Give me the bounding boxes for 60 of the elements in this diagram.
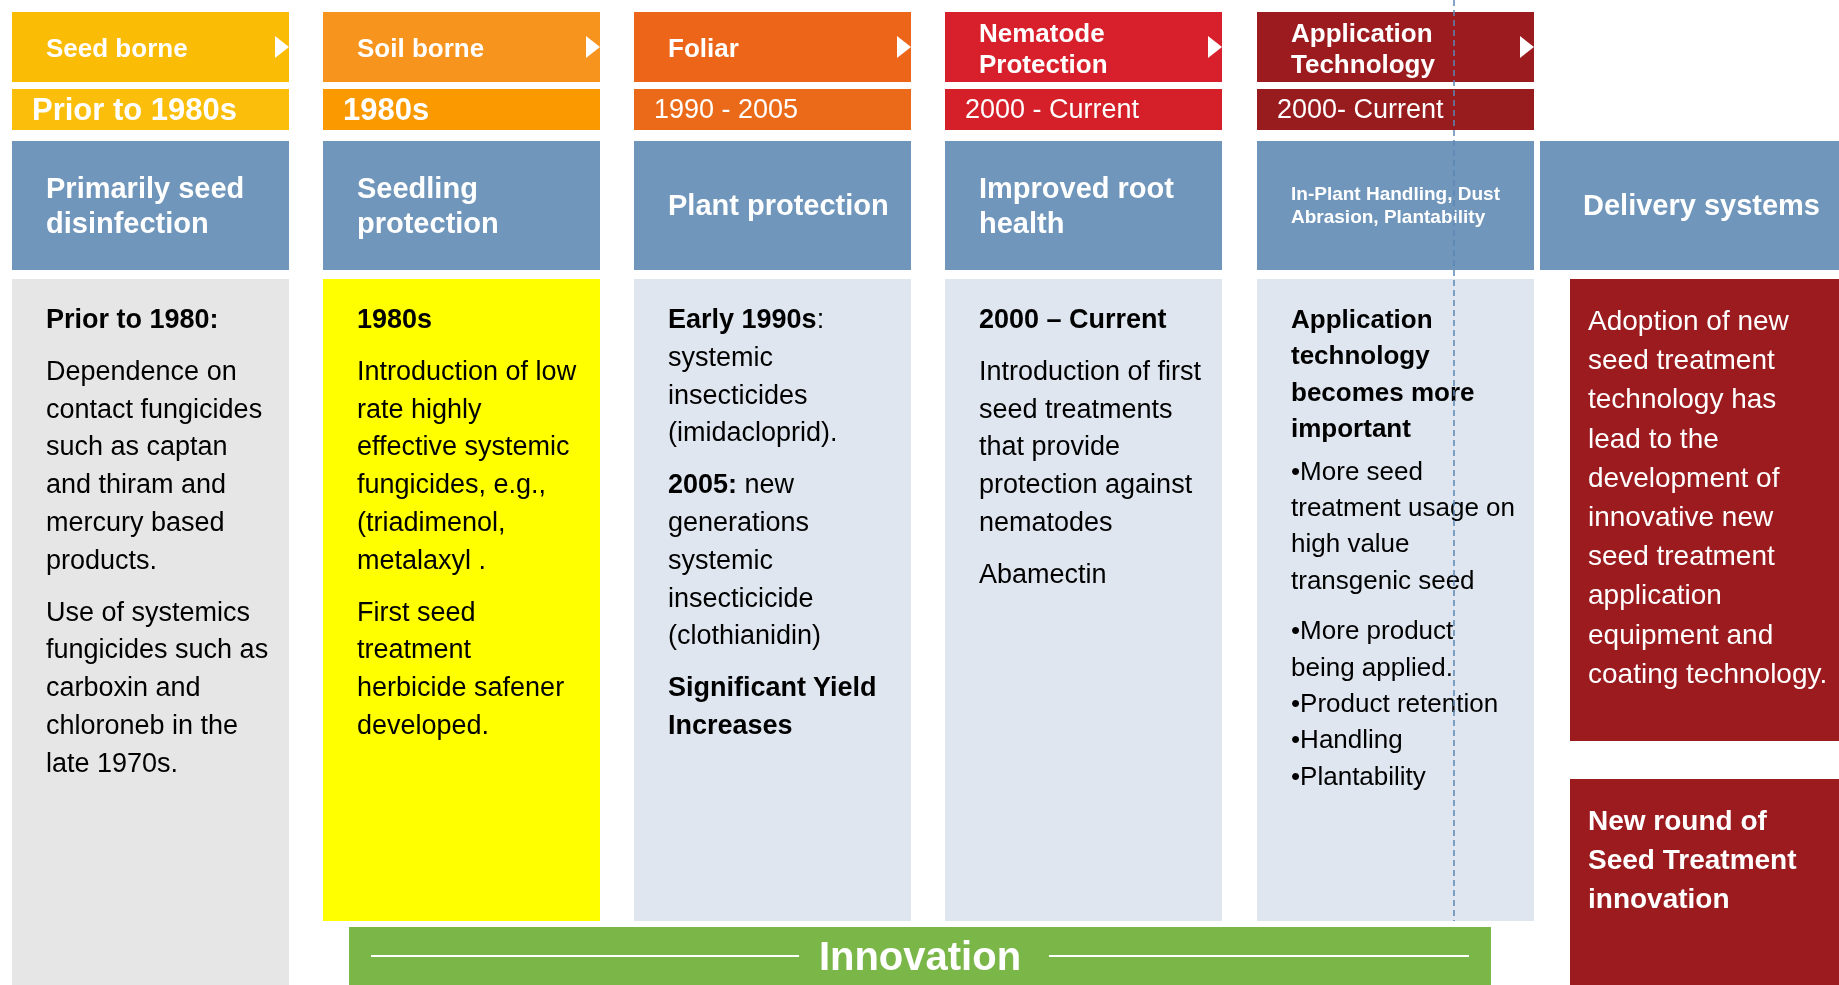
header-text: Foliar bbox=[668, 33, 740, 65]
description-text: Significant Yield Increases bbox=[668, 671, 878, 742]
header-tab bbox=[1257, 12, 1534, 82]
theme-box bbox=[323, 141, 600, 270]
description-panel bbox=[1570, 779, 1839, 985]
description-text: First seed treatment herbicide safener developed. bbox=[357, 595, 566, 742]
description-text: •More seed treatment usage on high value transgenic seed bbox=[1291, 454, 1517, 597]
header-tab bbox=[634, 12, 911, 82]
theme-box bbox=[1257, 141, 1534, 270]
description-text: New round of Seed Treatment innovation bbox=[1588, 804, 1798, 917]
header-tab bbox=[323, 12, 600, 82]
header-text: Seed borne bbox=[46, 33, 189, 65]
description-panel bbox=[12, 279, 289, 985]
header-text: Application Technology bbox=[1291, 17, 1436, 81]
description-text: 2000 – Current bbox=[979, 303, 1168, 336]
period-band bbox=[634, 89, 911, 130]
description-text: Introduction of first seed treatments that provide protection against nematodes bbox=[979, 354, 1203, 539]
description-text: Adoption of new seed treatment technology has lead to the development of innovative new seed treatment application equipment and coating technology. bbox=[1588, 304, 1829, 691]
description-text: Abamectin bbox=[979, 557, 1108, 591]
period-band bbox=[1257, 89, 1534, 130]
description-text: 2005: new generations systemic insecticicide (clothianidin) bbox=[668, 468, 823, 653]
description-text: •Product retention bbox=[1291, 686, 1500, 720]
period-band bbox=[945, 89, 1222, 130]
theme-text: Delivery systems bbox=[1583, 188, 1820, 223]
period-band bbox=[12, 89, 289, 130]
theme-box bbox=[12, 141, 289, 270]
description-text: •Handling bbox=[1291, 723, 1404, 757]
description-text: Application technology becomes more important bbox=[1291, 303, 1476, 446]
description-panel bbox=[634, 279, 911, 921]
description-text: Dependence on contact fungicides such as captan and thiram and mercury based products. bbox=[46, 354, 264, 577]
description-panel bbox=[323, 279, 600, 921]
theme-text: Improved root health bbox=[979, 170, 1175, 241]
description-panel bbox=[1570, 279, 1839, 741]
theme-text: In-Plant Handling, Dust Abrasion, Plantability bbox=[1291, 182, 1501, 229]
description-text: Use of systemics fungicides such as carboxin and chloroneb in the late 1970s. bbox=[46, 595, 270, 780]
theme-text: Primarily seed disinfection bbox=[46, 170, 246, 241]
description-text: •Plantability bbox=[1291, 759, 1427, 793]
theme-box bbox=[1540, 141, 1839, 270]
header-tab bbox=[945, 12, 1222, 82]
header-text: Soil borne bbox=[357, 33, 486, 65]
theme-box bbox=[634, 141, 911, 270]
description-text: Introduction of low rate highly effective systemic fungicides, e.g., (triadimenol, metalaxyl . bbox=[357, 354, 578, 577]
theme-text: Plant protection bbox=[668, 188, 890, 223]
period-text: 2000- Current bbox=[1277, 93, 1445, 126]
description-text: Early 1990s: systemic insecticides (imidacloprid). bbox=[668, 303, 839, 450]
period-band bbox=[323, 89, 600, 130]
header-tab bbox=[12, 12, 289, 82]
theme-box bbox=[945, 141, 1222, 270]
description-text: 1980s bbox=[357, 303, 434, 336]
period-text: Prior to 1980s bbox=[32, 90, 239, 129]
period-text: 1990 - 2005 bbox=[654, 93, 800, 126]
banner-bar bbox=[349, 927, 1491, 985]
header-text: Nematode Protection bbox=[979, 17, 1109, 81]
period-text: 2000 - Current bbox=[965, 93, 1141, 126]
description-text: Prior to 1980: bbox=[46, 303, 220, 336]
theme-text: Seedling protection bbox=[357, 170, 500, 241]
description-panel bbox=[1257, 279, 1534, 921]
period-text: 1980s bbox=[343, 90, 431, 129]
description-panel bbox=[945, 279, 1222, 921]
description-text: •More product being applied. bbox=[1291, 614, 1455, 684]
